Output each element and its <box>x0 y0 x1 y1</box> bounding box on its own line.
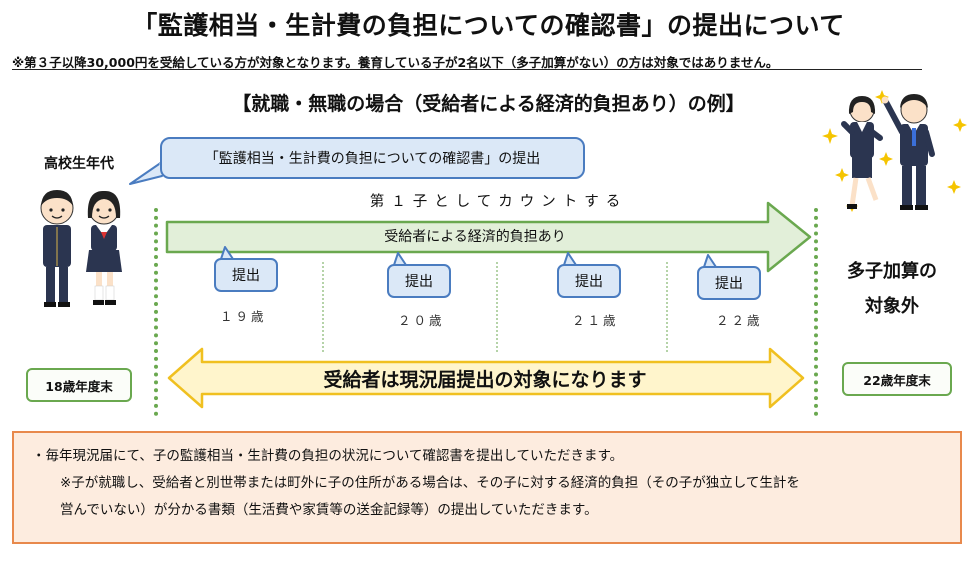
status-report-label: 受給者は現況届提出の対象になります <box>323 368 647 391</box>
start-boundary-line <box>154 208 158 416</box>
adults-illustration <box>822 90 967 212</box>
year-divider-line <box>322 262 324 352</box>
girl-student-figure <box>86 190 122 305</box>
sparkle-icon <box>822 90 967 212</box>
excluded-line-2: 対象外 <box>865 296 919 317</box>
economic-burden-arrow <box>165 201 812 273</box>
first-child-count-label: 第１子としてカウントする <box>369 194 628 210</box>
age-22-label: ２２歳 <box>716 313 763 328</box>
info-line-2: ※子が就職し、受給者と別世帯または町外に子の住所がある場合は、その子に対する経済… <box>60 475 800 491</box>
students-illustration <box>40 190 122 307</box>
note-underline <box>12 69 922 70</box>
info-line-1: ・毎年現況届にて、子の監護相当・生計費の負担の状況について確認書を提出していただ… <box>32 448 624 464</box>
man-figure <box>881 94 935 210</box>
year-end-18-box: 18歳年度末 <box>26 368 132 402</box>
age-19-label: １９歳 <box>220 309 267 324</box>
age-21-label: ２１歳 <box>572 313 619 328</box>
high-school-age-label: 高校生年代 <box>44 156 114 172</box>
economic-burden-label: 受給者による経済的負担あり <box>384 229 566 245</box>
year-divider-line <box>666 262 668 352</box>
status-report-double-arrow <box>167 347 805 409</box>
submit-badge-21: 提出 <box>557 264 621 298</box>
multi-child-excluded-label: 多子加算の 対象外 <box>832 254 952 324</box>
page-title: 「監護相当・生計費の負担についての確認書」の提出について <box>132 11 845 40</box>
woman-figure <box>841 96 883 209</box>
confirmation-submit-bubble: 「監護相当・生計費の負担についての確認書」の提出 <box>160 137 585 179</box>
year-end-22-box: 22歳年度末 <box>842 362 952 396</box>
info-box: ・毎年現況届にて、子の監護相当・生計費の負担の状況について確認書を提出していただ… <box>12 431 962 544</box>
submit-badge-19: 提出 <box>214 258 278 292</box>
end-boundary-line <box>814 208 818 416</box>
excluded-line-1: 多子加算の <box>847 261 937 282</box>
submit-badge-22: 提出 <box>697 266 761 300</box>
example-subtitle: 【就職・無職の場合（受給者による経済的負担あり）の例】 <box>232 93 745 115</box>
boy-student-figure <box>40 190 74 307</box>
age-20-label: ２０歳 <box>398 313 445 328</box>
submit-badge-20: 提出 <box>387 264 451 298</box>
info-line-3: 営んでいない）が分かる書類（生活費や家賃等の送金記録等）の提出していただきます。 <box>60 502 598 518</box>
year-divider-line <box>496 262 498 352</box>
eligibility-note: ※第３子以降30,000円を受給している方が対象となります。養育している子が2名… <box>12 55 779 70</box>
